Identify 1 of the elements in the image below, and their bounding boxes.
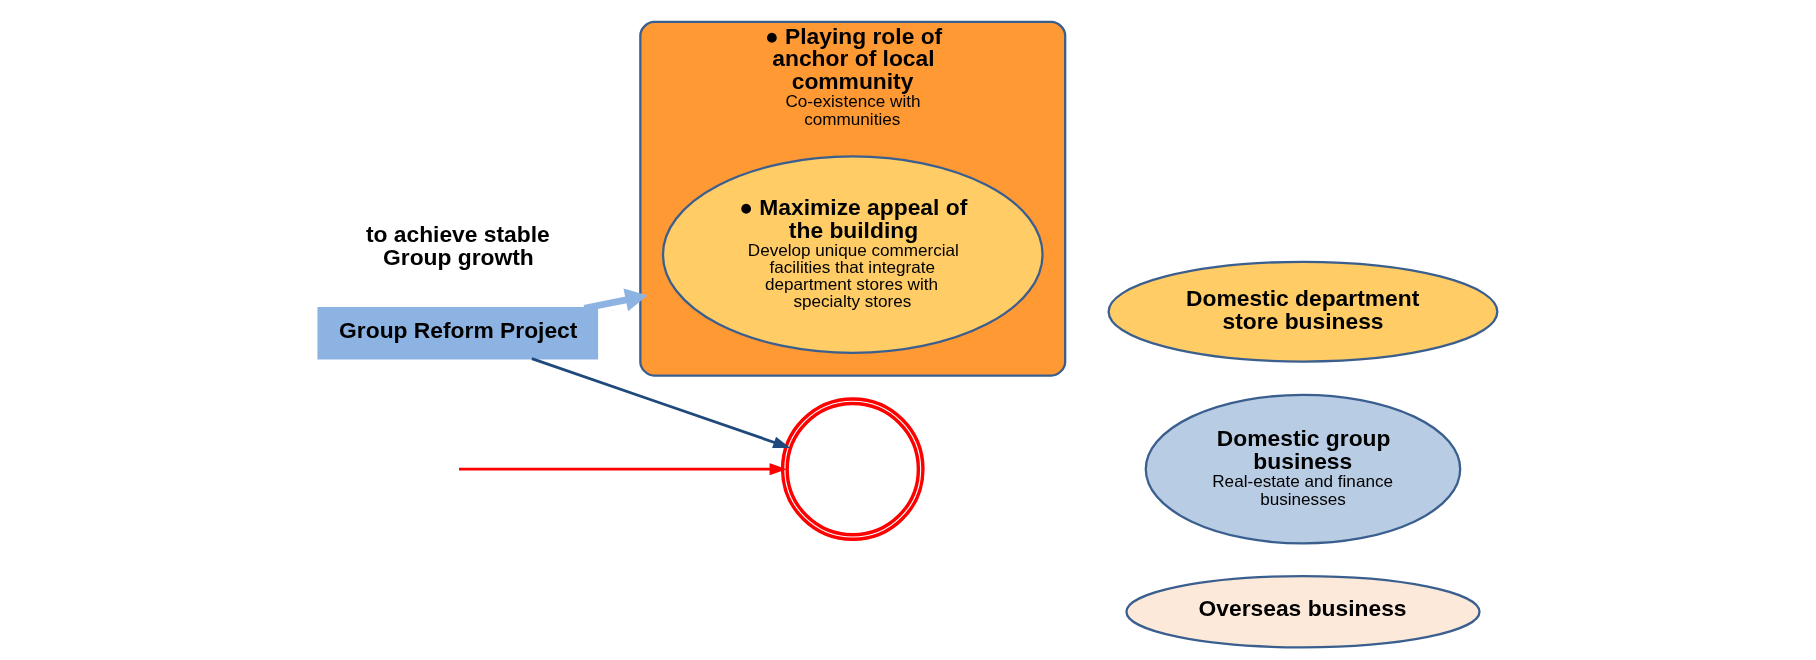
label: to achieve stable Group growth	[365, 221, 550, 270]
